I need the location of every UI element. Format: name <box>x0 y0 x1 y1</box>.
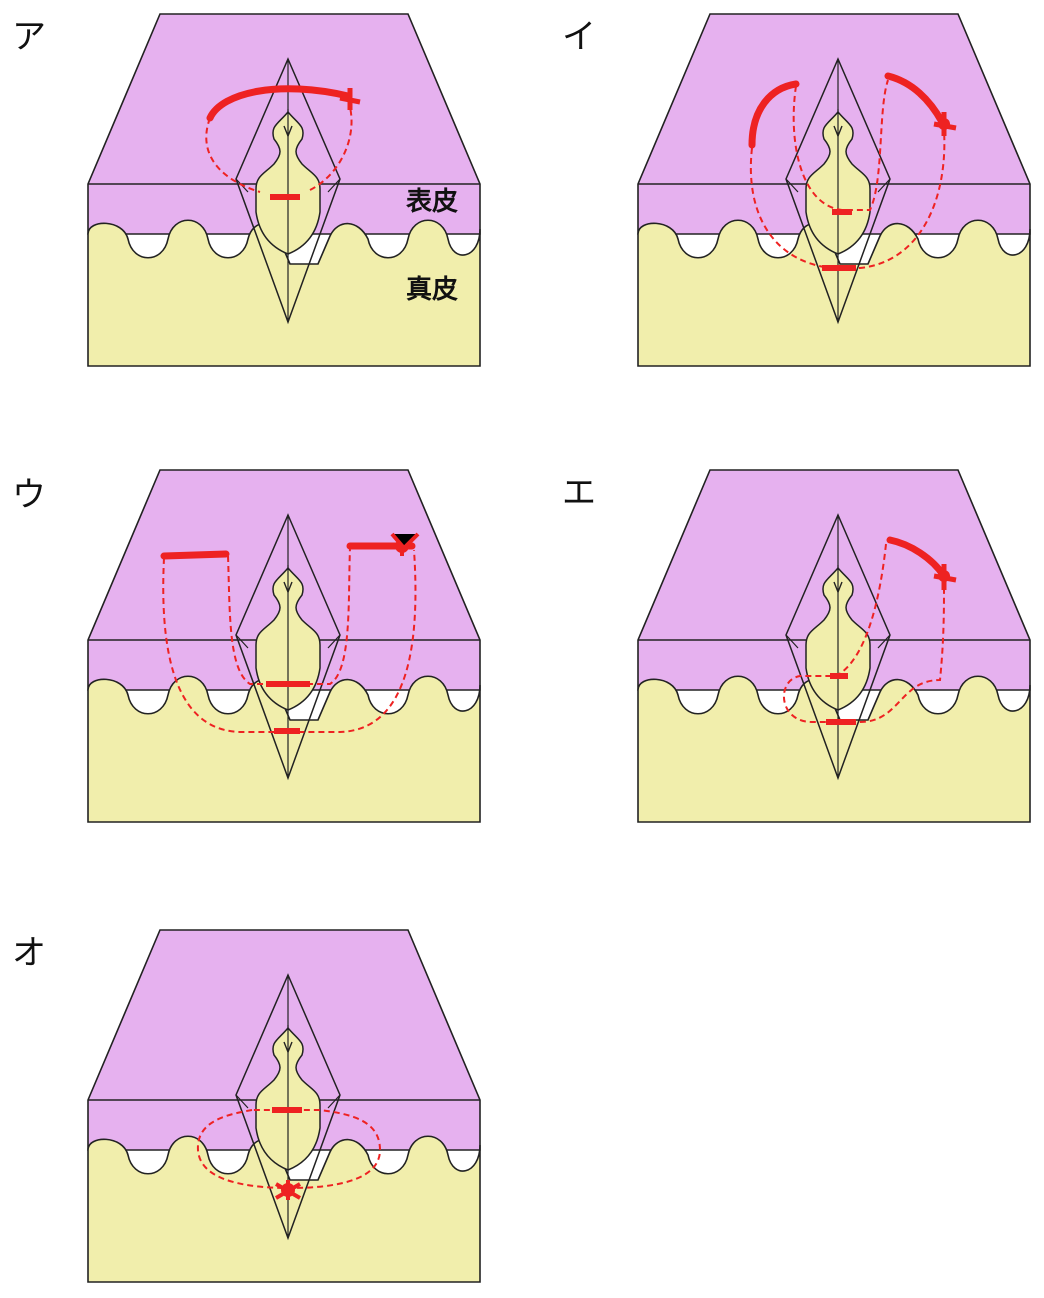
panel-label: イ <box>562 17 596 57</box>
panel-i: イ <box>562 13 1031 367</box>
panel-label: オ <box>12 933 46 973</box>
label-epidermis: 表皮 <box>406 187 458 217</box>
panel-label: ウ <box>12 475 46 515</box>
panel-e: エ <box>562 469 1031 823</box>
label-dermis: 真皮 <box>406 275 458 305</box>
panel-label: ア <box>12 17 46 57</box>
panel-o: オ <box>12 929 481 1283</box>
panel-a: ア 表皮 真皮 <box>12 13 481 367</box>
panel-label: エ <box>562 473 596 513</box>
panel-u: ウ <box>12 469 481 823</box>
